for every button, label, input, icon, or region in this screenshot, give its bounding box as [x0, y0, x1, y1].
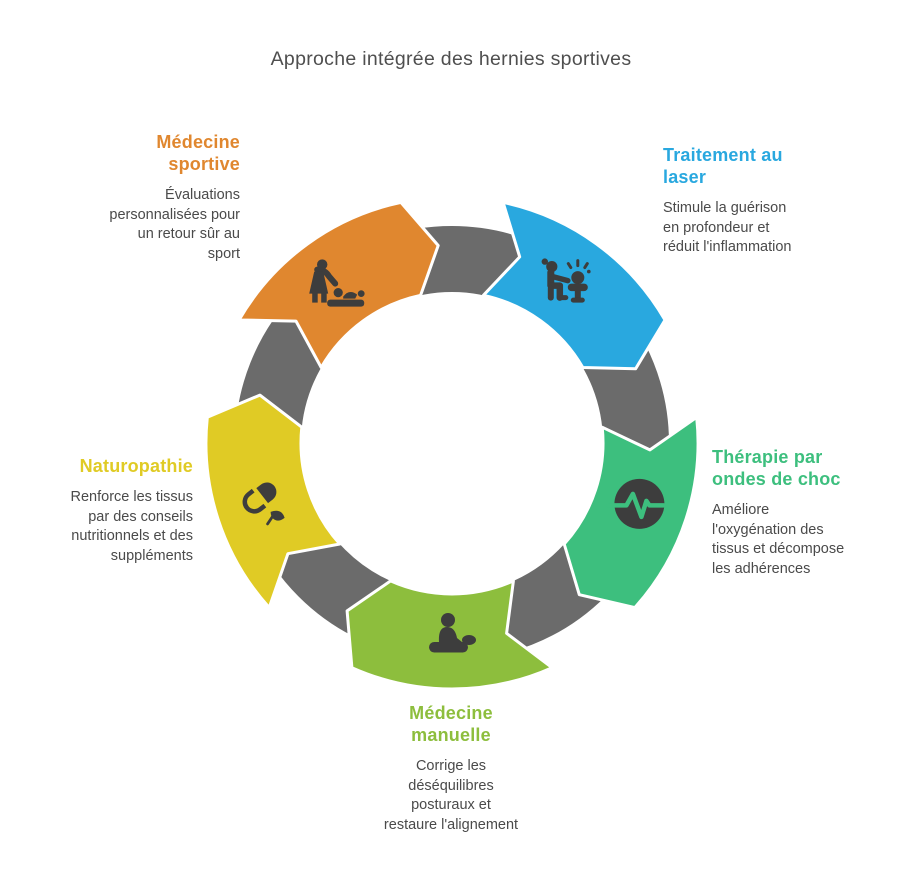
massage-icon	[429, 613, 476, 653]
segment-title-medecine-manuelle: Médecine manuelle	[409, 703, 493, 745]
page-title: Approche intégrée des hernies sportives	[270, 48, 632, 70]
segment-title-medecine-sportive: Médecine sportive	[156, 132, 240, 174]
segment-desc-therapie-ondes-choc: Améliore l'oxygénation des tissus et déc…	[712, 502, 845, 577]
supplement-icon	[242, 482, 285, 526]
shockwave-icon	[606, 478, 666, 529]
laser-therapy-icon	[541, 258, 591, 303]
segment-title-naturopathie: Naturopathie	[79, 456, 193, 476]
segment-label-traitement-laser: Traitement au laser Stimule la guérison …	[663, 144, 875, 258]
segment-title-traitement-laser: Traitement au laser	[663, 145, 783, 187]
segment-label-therapie-ondes-choc: Thérapie par ondes de choc Améliore l'ox…	[712, 446, 898, 579]
segment-desc-medecine-manuelle: Corrige les déséquilibres posturaux et r…	[383, 758, 519, 833]
segment-label-medecine-manuelle: Médecine manuelle Corrige les déséquilib…	[349, 702, 553, 835]
segment-title-therapie-ondes-choc: Thérapie par ondes de choc	[712, 447, 841, 489]
exam-table-icon	[309, 259, 365, 307]
segment-desc-medecine-sportive: Évaluations personnalisées pour un retou…	[109, 187, 240, 262]
segment-arrow-medecine-sportive	[237, 200, 440, 369]
segment-desc-traitement-laser: Stimule la guérison en profondeur et réd…	[663, 200, 792, 255]
segment-label-naturopathie: Naturopathie Renforce les tissus par des…	[13, 455, 194, 566]
segment-desc-naturopathie: Renforce les tissus par des conseils nut…	[70, 489, 194, 564]
segment-arrow-naturopathie	[204, 393, 342, 610]
segment-label-medecine-sportive: Médecine sportive Évaluations personnali…	[28, 131, 240, 264]
